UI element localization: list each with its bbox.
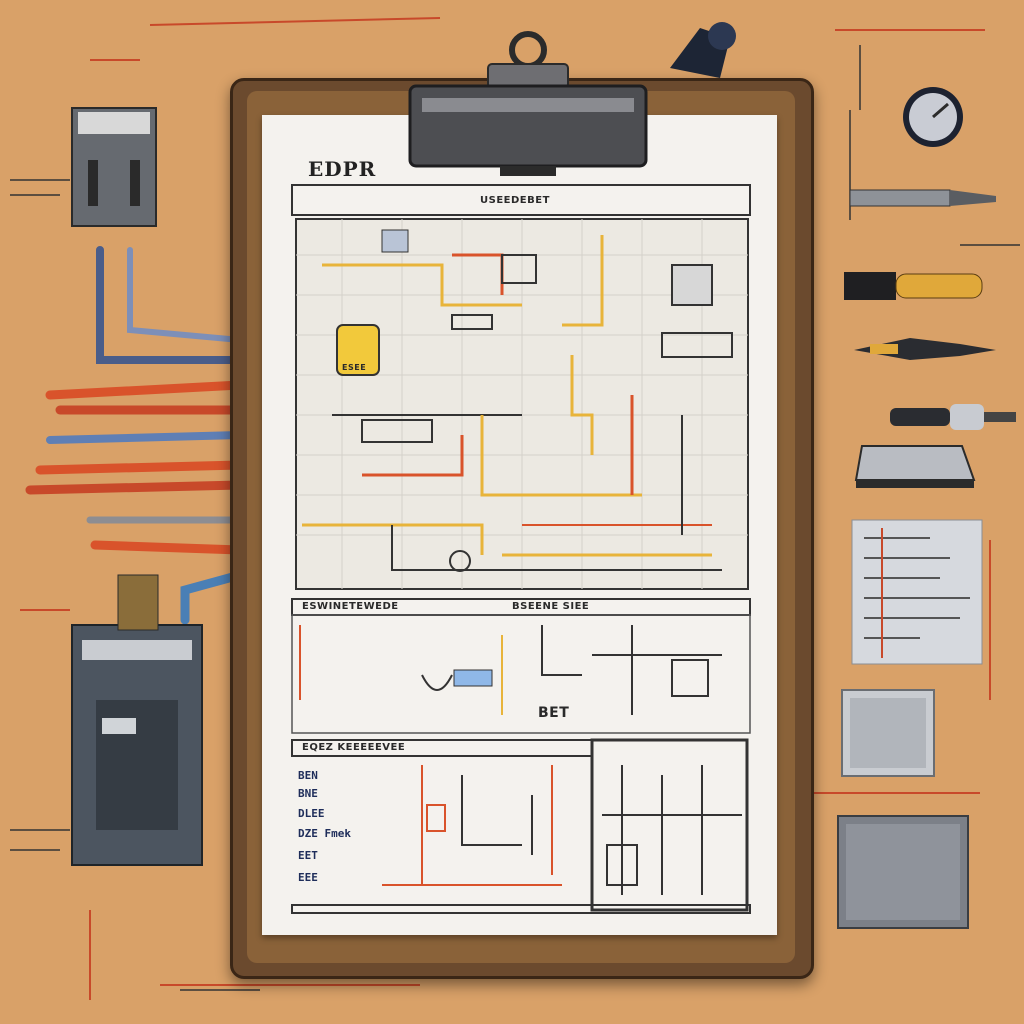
section-one-label: ESWINETEWEDE: [302, 601, 399, 612]
schematic-sheet: EDPR: [262, 115, 777, 935]
electric-panel-icon: [71, 574, 203, 866]
terminal-block-icon: [854, 445, 976, 488]
wire-stripper-icon: [844, 272, 983, 300]
junction-box-icon: [841, 689, 935, 777]
legend-title: BEN: [298, 769, 318, 782]
sensor-callout: BET: [538, 705, 570, 721]
breaker-box-icon: [71, 107, 157, 227]
clipboard-clip-icon: [408, 31, 648, 176]
screwdriver-icon: [849, 189, 996, 207]
sheet-title: EDPR: [308, 157, 377, 181]
breaker-panel-icon: [837, 815, 969, 929]
pliers-icon: [854, 338, 996, 360]
knob-icon: [670, 22, 736, 78]
legend-item: DZE Fmek: [298, 827, 351, 840]
sheet-header-label: USEEDEBET: [480, 195, 550, 206]
section-two-label: BSEENE SIEE: [512, 601, 590, 612]
legend-item: BNE: [298, 787, 318, 800]
legend-item: EET: [298, 849, 318, 862]
wiring-schematic: [291, 184, 751, 914]
spec-sheet-icon: [851, 519, 983, 665]
fuse-block-icon: [336, 324, 380, 376]
gauge-icon: [903, 87, 963, 147]
fuse-block-label: ESEE: [342, 363, 367, 372]
legend-item: EEE: [298, 871, 318, 884]
connector-icon: [890, 404, 1016, 430]
section-three-label: EQEZ KEEEEEVEE: [302, 742, 406, 753]
legend-item: DLEE: [298, 807, 325, 820]
